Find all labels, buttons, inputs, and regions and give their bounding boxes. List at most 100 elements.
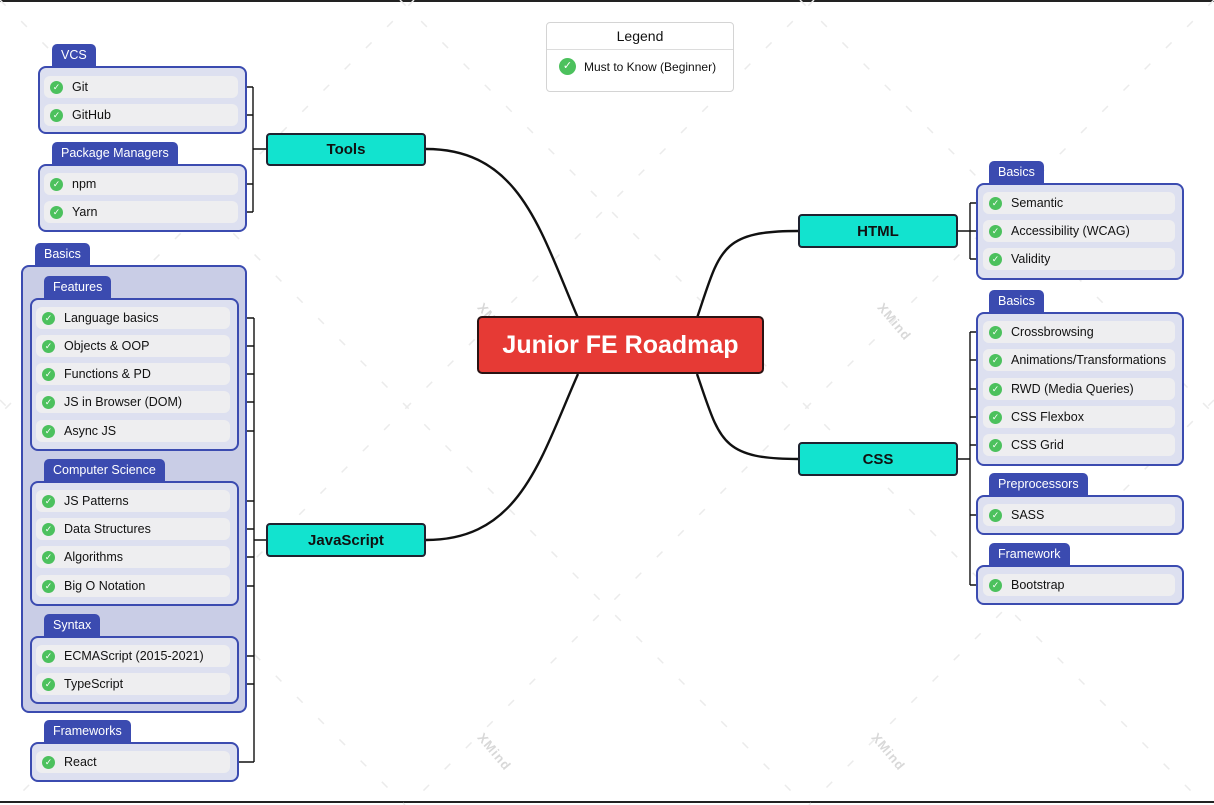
item-label: Yarn bbox=[72, 205, 98, 219]
item-js-in-browser[interactable]: ✓ JS in Browser (DOM) bbox=[36, 391, 230, 413]
topic-css[interactable]: CSS bbox=[798, 442, 958, 476]
check-icon: ✓ bbox=[989, 353, 1002, 367]
item-semantic[interactable]: ✓ Semantic bbox=[983, 192, 1175, 214]
item-validity[interactable]: ✓ Validity bbox=[983, 248, 1175, 270]
item-algorithms[interactable]: ✓ Algorithms bbox=[36, 546, 230, 568]
item-label: ECMAScript (2015-2021) bbox=[64, 649, 204, 663]
item-label: TypeScript bbox=[64, 677, 124, 691]
topic-html[interactable]: HTML bbox=[798, 214, 958, 248]
item-label: Semantic bbox=[1011, 196, 1064, 210]
item-big-o-notation[interactable]: ✓ Big O Notation bbox=[36, 575, 230, 597]
item-github[interactable]: ✓ GitHub bbox=[44, 104, 238, 126]
item-label: Accessibility (WCAG) bbox=[1011, 224, 1130, 238]
check-icon: ✓ bbox=[50, 177, 63, 191]
check-icon: ✓ bbox=[42, 579, 55, 593]
check-icon: ✓ bbox=[42, 395, 55, 409]
group-label-features: Features bbox=[44, 276, 112, 298]
item-label: Objects & OOP bbox=[64, 339, 150, 353]
item-npm[interactable]: ✓ npm bbox=[44, 173, 238, 195]
check-icon: ✓ bbox=[42, 755, 55, 769]
item-label: npm bbox=[72, 177, 97, 191]
check-icon: ✓ bbox=[42, 677, 55, 691]
item-sass[interactable]: ✓ SASS bbox=[983, 504, 1175, 526]
item-css-grid[interactable]: ✓ CSS Grid bbox=[983, 434, 1175, 456]
item-rwd[interactable]: ✓RWD (Media Queries) bbox=[983, 378, 1175, 400]
group-label-frameworks: Frameworks bbox=[44, 720, 131, 742]
top-border bbox=[0, 0, 1214, 2]
check-icon: ✓ bbox=[42, 494, 55, 508]
group-label-syntax: Syntax bbox=[44, 614, 101, 636]
group-label-html-basics: Basics bbox=[989, 161, 1044, 183]
item-async-js[interactable]: ✓ Async JS bbox=[36, 420, 230, 442]
topic-tools[interactable]: Tools bbox=[266, 133, 426, 166]
item-functions-pd[interactable]: ✓ Functions & PD bbox=[36, 363, 230, 385]
item-label: CSS Grid bbox=[1011, 438, 1064, 452]
item-label: Git bbox=[72, 80, 88, 94]
item-label: Language basics bbox=[64, 311, 159, 325]
item-label: CSS Flexbox bbox=[1011, 410, 1084, 424]
group-label-basics: Basics bbox=[35, 243, 90, 265]
check-icon: ✓ bbox=[989, 382, 1002, 396]
group-label-package-managers: Package Managers bbox=[52, 142, 178, 164]
check-icon: ✓ bbox=[42, 339, 55, 353]
item-yarn[interactable]: ✓Yarn bbox=[44, 201, 238, 223]
main-branches bbox=[425, 147, 799, 542]
item-label: Big O Notation bbox=[64, 579, 146, 593]
legend-item: ✓ Must to Know (Beginner) bbox=[559, 58, 716, 75]
check-icon: ✓ bbox=[989, 224, 1002, 238]
item-label: GitHub bbox=[72, 108, 111, 122]
item-bootstrap[interactable]: ✓ Bootstrap bbox=[983, 574, 1175, 596]
check-icon: ✓ bbox=[42, 649, 55, 663]
group-label-computer-science: Computer Science bbox=[44, 459, 165, 481]
item-language-basics[interactable]: ✓ Language basics bbox=[36, 307, 230, 329]
check-icon: ✓ bbox=[989, 196, 1002, 210]
item-ecmascript[interactable]: ✓ ECMAScript (2015-2021) bbox=[36, 645, 230, 667]
check-icon: ✓ bbox=[559, 58, 576, 75]
check-icon: ✓ bbox=[42, 522, 55, 536]
item-objects-oop[interactable]: ✓ Objects & OOP bbox=[36, 335, 230, 357]
item-typescript[interactable]: ✓ TypeScript bbox=[36, 673, 230, 695]
central-topic[interactable]: Junior FE Roadmap bbox=[477, 316, 764, 374]
item-css-flexbox[interactable]: ✓ CSS Flexbox bbox=[983, 406, 1175, 428]
bottom-border bbox=[0, 801, 1214, 803]
item-js-patterns[interactable]: ✓ JS Patterns bbox=[36, 490, 230, 512]
check-icon: ✓ bbox=[42, 424, 55, 438]
group-label-framework: Framework bbox=[989, 543, 1070, 565]
item-label: Animations/Transformations bbox=[1011, 353, 1167, 367]
item-crossbrowsing[interactable]: ✓ Crossbrowsing bbox=[983, 321, 1175, 343]
group-label-preprocessors: Preprocessors bbox=[989, 473, 1088, 495]
item-label: React bbox=[64, 755, 97, 769]
item-label: Bootstrap bbox=[1011, 578, 1065, 592]
check-icon: ✓ bbox=[989, 252, 1002, 266]
check-icon: ✓ bbox=[989, 578, 1002, 592]
item-data-structures[interactable]: ✓ Data Structures bbox=[36, 518, 230, 540]
item-label: Crossbrowsing bbox=[1011, 325, 1094, 339]
check-icon: ✓ bbox=[989, 438, 1002, 452]
item-label: JS in Browser (DOM) bbox=[64, 395, 183, 409]
item-label: Functions & PD bbox=[64, 367, 151, 381]
item-animations[interactable]: ✓ Animations/Transformations bbox=[983, 349, 1175, 371]
check-icon: ✓ bbox=[50, 108, 63, 122]
check-icon: ✓ bbox=[50, 80, 63, 94]
group-label-css-basics: Basics bbox=[989, 290, 1044, 312]
check-icon: ✓ bbox=[989, 325, 1002, 339]
item-git[interactable]: ✓ Git bbox=[44, 76, 238, 98]
item-label: Async JS bbox=[64, 424, 117, 438]
item-label: SASS bbox=[1011, 508, 1045, 522]
sub-branches bbox=[230, 86, 983, 763]
check-icon: ✓ bbox=[42, 311, 55, 325]
check-icon: ✓ bbox=[42, 550, 55, 564]
item-label: Data Structures bbox=[64, 522, 151, 536]
item-label: Validity bbox=[1011, 252, 1051, 266]
item-label: Algorithms bbox=[64, 550, 124, 564]
item-label: JS Patterns bbox=[64, 494, 129, 508]
check-icon: ✓ bbox=[989, 410, 1002, 424]
topic-javascript[interactable]: JavaScript bbox=[266, 523, 426, 557]
legend-item-label: Must to Know (Beginner) bbox=[584, 59, 717, 74]
check-icon: ✓ bbox=[42, 367, 55, 381]
item-react[interactable]: ✓ React bbox=[36, 751, 230, 773]
item-accessibility[interactable]: ✓ Accessibility (WCAG) bbox=[983, 220, 1175, 242]
check-icon: ✓ bbox=[989, 508, 1002, 522]
legend-title: Legend bbox=[547, 23, 733, 50]
